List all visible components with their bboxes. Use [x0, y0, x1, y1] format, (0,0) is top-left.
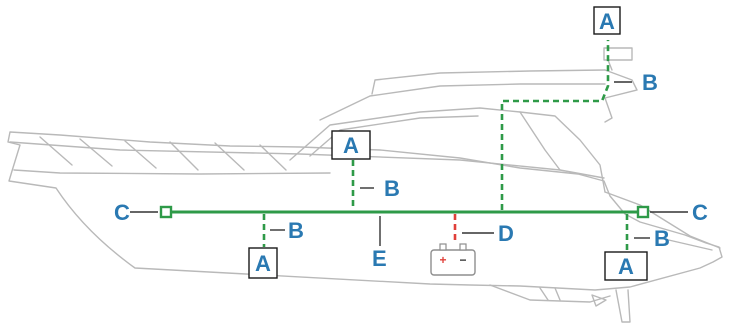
rudder	[615, 289, 631, 323]
label-a-top-box	[331, 130, 371, 160]
label-a-top: A	[343, 133, 359, 158]
deck-line	[124, 140, 157, 169]
deck-line	[259, 144, 287, 171]
label-c-left: C	[114, 200, 130, 225]
battery-minus-sign: −	[459, 253, 466, 267]
battery-body	[430, 249, 476, 276]
strut	[554, 287, 561, 301]
deck-line	[79, 138, 113, 167]
flybridge-rail	[371, 69, 606, 95]
battery: + −	[430, 243, 476, 276]
label-e: E	[372, 246, 387, 271]
cabin-aft	[519, 111, 606, 193]
strut	[539, 287, 549, 301]
rub-rail	[13, 169, 331, 175]
label-a-left-box	[248, 247, 278, 279]
cabin-outline	[289, 107, 561, 171]
drop-cable-flybridge	[500, 40, 610, 210]
deck-line	[39, 136, 73, 166]
deck-line	[214, 142, 245, 171]
flybridge-aft	[604, 69, 638, 123]
label-a-right-box	[604, 251, 648, 281]
label-a-left: A	[255, 251, 271, 276]
boat-outline	[7, 47, 723, 323]
label-b-top: B	[384, 176, 400, 201]
battery-plus-sign: +	[439, 253, 446, 267]
windscreen	[309, 115, 479, 157]
deck-line	[169, 141, 199, 171]
battery-terminal-plus	[439, 243, 447, 251]
radar-dome	[603, 47, 633, 61]
battery-terminal-minus	[459, 243, 467, 251]
terminator-left	[159, 205, 173, 219]
label-b-left: B	[288, 218, 304, 243]
hull-outline	[7, 131, 723, 291]
label-b-right: B	[654, 226, 670, 251]
label-a-flybridge-box	[593, 6, 621, 35]
label-c-right: C	[692, 200, 708, 225]
terminator-right	[636, 205, 650, 219]
swim-platform	[659, 237, 713, 251]
label-b-flybridge: B	[642, 70, 658, 95]
sheer-line	[9, 141, 605, 179]
label-d: D	[498, 221, 514, 246]
label-a-right: A	[618, 254, 634, 279]
flybridge-lower	[319, 83, 606, 121]
stern-line	[604, 191, 721, 249]
label-a-flybridge: A	[599, 9, 615, 34]
keel-line	[489, 284, 611, 303]
propeller	[591, 294, 607, 307]
mast-line	[607, 59, 613, 71]
